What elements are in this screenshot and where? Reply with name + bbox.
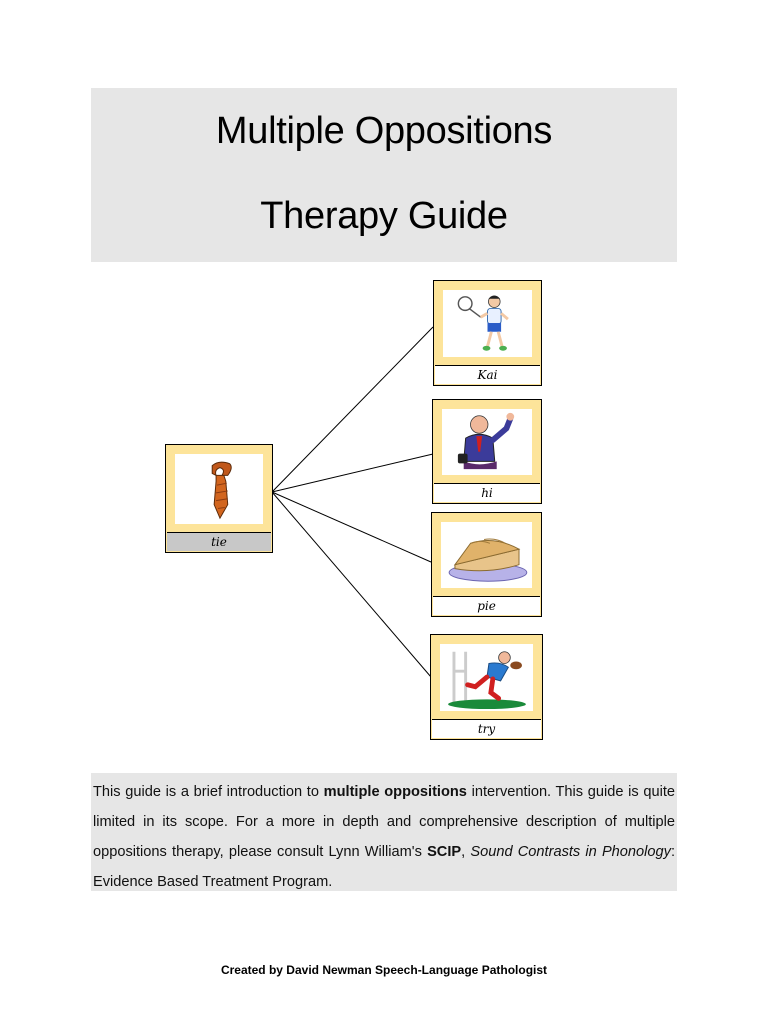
card-label: pie [433,596,540,615]
author-footer: Created by David Newman Speech-Language … [220,963,548,977]
intro-bold-scip: SCIP [427,844,462,860]
card-label: try [432,719,541,738]
connector-try [271,491,432,678]
intro-bold-term: multiple oppositions [323,784,467,800]
intro-text: This guide is a brief introduction to [93,784,324,800]
intro-italic-title: Sound Contrasts in Phonology [470,844,671,860]
card-tie: tie [165,444,273,553]
tie-icon [211,461,232,520]
card-label: tie [167,532,271,551]
connector-kai [271,326,434,493]
intro-text: , [461,844,471,860]
title-banner: Multiple Oppositions Therapy Guide [91,88,677,262]
card-picture [442,409,532,475]
rugby-player-icon [448,651,526,710]
pie-icon [448,538,528,582]
card-label: Kai [435,365,540,384]
connector-hi [271,453,434,493]
boy-tennis-icon [457,295,509,351]
card-picture [443,290,532,357]
card-picture [440,644,533,711]
card-picture [175,454,263,524]
card-kai: Kai [433,280,542,386]
man-waving-icon [457,412,515,470]
title-line-1: Multiple Oppositions [215,110,553,152]
intro-text: intervention. This guide is quite limite… [93,784,675,860]
intro-text: : Evidence Based Treatment Program. [93,844,675,890]
card-hi: hi [432,399,542,504]
title-line-2: Therapy Guide [260,195,508,237]
card-label: hi [434,483,540,502]
card-pie: pie [431,512,542,617]
intro-paragraph: This guide is a brief introduction to mu… [91,773,677,891]
card-picture [441,522,532,588]
card-try: try [430,634,543,740]
connector-pie [271,491,432,563]
